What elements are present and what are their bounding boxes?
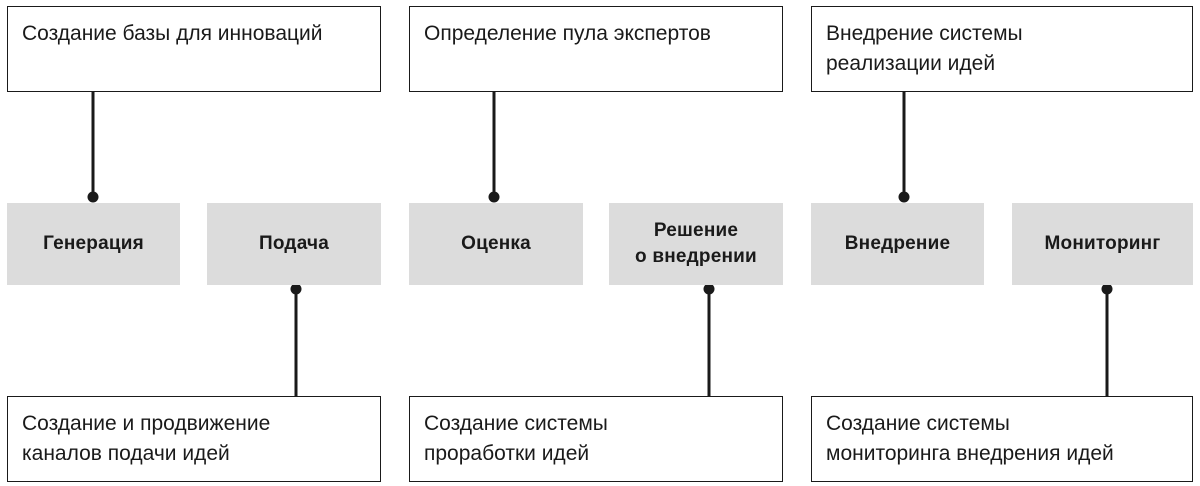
connector-dot [703,283,715,295]
stage-label: Внедрение [844,233,951,254]
bottom-box-elaboration-system: Создание системы проработки идей [409,396,783,482]
stage-label: Подача [259,233,329,254]
bottom-box-line: Создание системы [424,412,608,435]
stage-implementation-decision: Решение о внедрении [609,203,783,285]
bottom-box-line: мониторинга внедрения идей [826,442,1114,465]
connector-dot [1101,283,1113,295]
stage-evaluation: Оценка [409,203,583,285]
bottom-box-monitoring-system: Создание системы мониторинга внедрения и… [811,396,1193,482]
stage-label: о внедрении [635,246,757,267]
stage-label: Оценка [461,233,531,254]
top-box-implementation-system: Внедрение системы реализации идей [811,6,1193,92]
bottom-box-line: Создание и продвижение [22,412,271,435]
bottom-box-submission-channels: Создание и продвижение каналов подачи ид… [7,396,381,482]
top-box-line: Создание базы для инноваций [22,22,323,45]
connector-dot [898,191,910,203]
stage-label: Мониторинг [1044,233,1161,254]
stage-label: Генерация [43,233,144,254]
connector-dot [87,191,99,203]
bottom-box-line: проработки идей [424,442,590,465]
bottom-box-line: Создание системы [826,412,1010,435]
top-box-line: Внедрение системы [826,22,1023,45]
connector-dot [488,191,500,203]
top-box-expert-pool: Определение пула экспертов [409,6,783,92]
bottom-box-line: каналов подачи идей [22,442,230,465]
stage-submission: Подача [207,203,381,285]
stage-implementation: Внедрение [811,203,984,285]
top-box-innovation-base: Создание базы для инноваций [7,6,381,92]
stage-monitoring: Мониторинг [1012,203,1193,285]
stage-label: Решение [653,220,739,241]
stage-generation: Генерация [7,203,180,285]
top-box-line: Определение пула экспертов [424,22,711,45]
top-box-line: реализации идей [826,52,996,75]
connector-dot [290,283,302,295]
